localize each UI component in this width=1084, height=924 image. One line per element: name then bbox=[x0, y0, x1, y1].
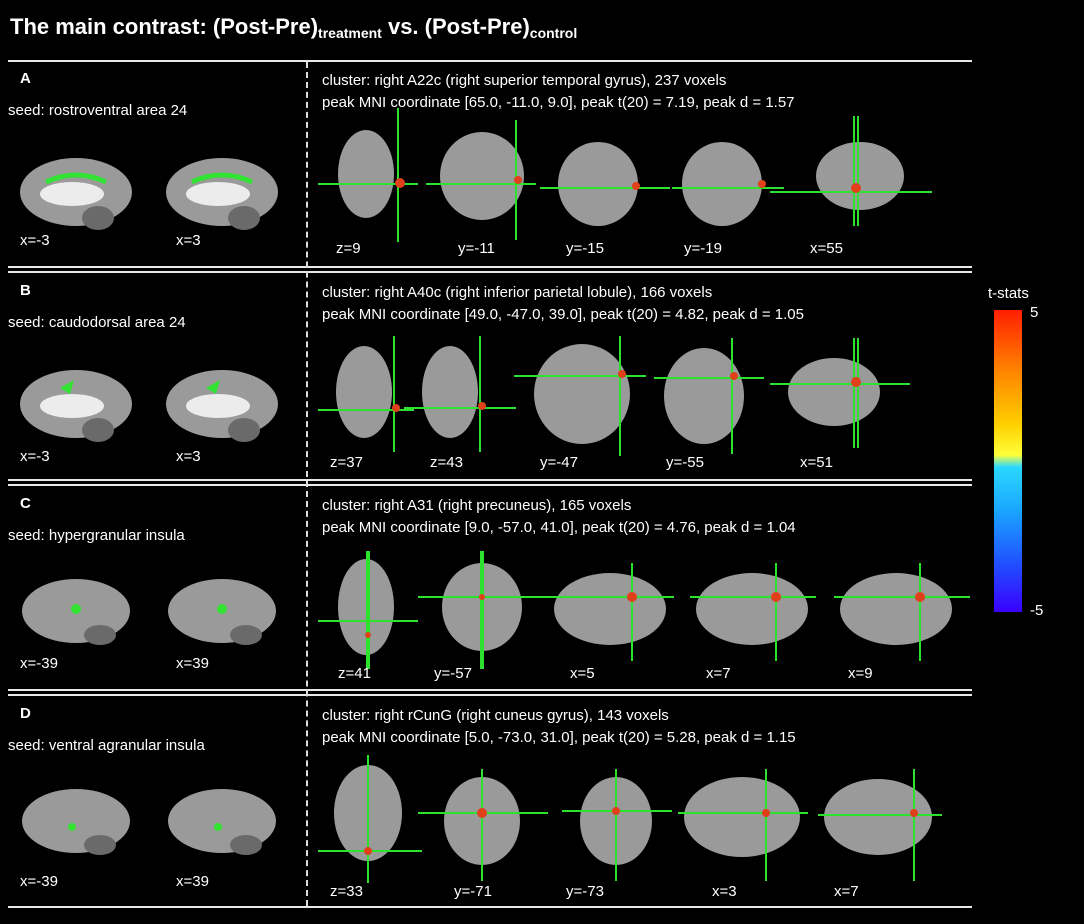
colorbar-title: t-stats bbox=[988, 285, 1029, 302]
title-subscript-treatment: treatment bbox=[318, 25, 382, 41]
panel-letter: B bbox=[20, 282, 31, 299]
slice-brain-1 bbox=[318, 336, 414, 452]
slice-brain-1 bbox=[318, 551, 418, 669]
slice-brain-2 bbox=[426, 120, 536, 240]
separator-bc-2 bbox=[8, 484, 972, 486]
slice-coord-3: x=5 bbox=[570, 665, 595, 682]
cluster-line-1: cluster: right rCunG (right cuneus gyrus… bbox=[322, 707, 669, 724]
slice-coord-5: x=55 bbox=[810, 240, 843, 257]
cluster-line-1: cluster: right A40c (right inferior pari… bbox=[322, 284, 713, 301]
slice-coord-3: y=-47 bbox=[540, 454, 578, 471]
cluster-line-2: peak MNI coordinate [9.0, -57.0, 41.0], … bbox=[322, 519, 796, 536]
slice-brain-4 bbox=[690, 563, 816, 661]
seed-brain-left bbox=[20, 158, 132, 230]
slice-coord-1: z=33 bbox=[330, 883, 363, 900]
slice-brain-2 bbox=[404, 336, 516, 452]
slice-brain-3 bbox=[562, 769, 672, 881]
separator-top bbox=[8, 60, 972, 62]
seed-label: seed: caudodorsal area 24 bbox=[8, 314, 186, 331]
slice-brain-3 bbox=[548, 563, 674, 661]
slice-coord-3: y=-15 bbox=[566, 240, 604, 257]
seed-coord-left: x=-39 bbox=[20, 655, 58, 672]
slice-brain-4 bbox=[678, 769, 808, 881]
seed-brain-left bbox=[20, 370, 132, 442]
slice-coord-5: x=51 bbox=[800, 454, 833, 471]
seed-coord-right: x=3 bbox=[176, 232, 201, 249]
cluster-line-2: peak MNI coordinate [49.0, -47.0, 39.0],… bbox=[322, 306, 804, 323]
seed-brain-right bbox=[166, 370, 278, 442]
separator-ab-2 bbox=[8, 271, 972, 273]
seed-label: seed: ventral agranular insula bbox=[8, 737, 205, 754]
panel-letter: C bbox=[20, 495, 31, 512]
separator-ab-1 bbox=[8, 266, 972, 268]
slice-coord-2: y=-11 bbox=[458, 240, 495, 257]
slice-brain-5 bbox=[818, 769, 942, 881]
slice-brain-5 bbox=[770, 338, 910, 448]
panel-d: D seed: ventral agranular insula cluster… bbox=[0, 699, 980, 905]
slice-coord-5: x=9 bbox=[848, 665, 873, 682]
separator-cd-1 bbox=[8, 689, 972, 691]
slice-brain-5 bbox=[770, 116, 932, 226]
slice-coord-4: y=-55 bbox=[666, 454, 704, 471]
cluster-line-1: cluster: right A31 (right precuneus), 16… bbox=[322, 497, 632, 514]
slice-coord-3: y=-73 bbox=[566, 883, 604, 900]
colorbar-min-label: -5 bbox=[1030, 602, 1044, 619]
seed-coord-right: x=3 bbox=[176, 448, 201, 465]
column-divider bbox=[306, 62, 308, 906]
seed-coord-right: x=39 bbox=[176, 873, 209, 890]
slice-coord-2: y=-71 bbox=[454, 883, 492, 900]
slice-coord-2: y=-57 bbox=[434, 665, 472, 682]
panel-letter: A bbox=[20, 70, 31, 87]
cluster-info: cluster: right A40c (right inferior pari… bbox=[322, 282, 804, 326]
panel-c: C seed: hypergranular insula cluster: ri… bbox=[0, 489, 980, 689]
slice-coord-5: x=7 bbox=[834, 883, 859, 900]
panel-b: B seed: caudodorsal area 24 cluster: rig… bbox=[0, 276, 980, 478]
slice-brain-1 bbox=[318, 108, 418, 242]
figure-title: The main contrast: (Post-Pre)treatment v… bbox=[10, 14, 577, 41]
seed-label: seed: hypergranular insula bbox=[8, 527, 185, 544]
seed-brain-right bbox=[166, 158, 278, 230]
panel-a: A seed: rostroventral area 24 cluster: r… bbox=[0, 64, 980, 266]
colorbar-max-label: 5 bbox=[1030, 304, 1039, 321]
slice-coord-2: z=43 bbox=[430, 454, 463, 471]
slice-brain-4 bbox=[654, 338, 764, 454]
slice-brain-1 bbox=[318, 755, 422, 883]
title-subscript-control: control bbox=[529, 25, 578, 41]
title-text: The main contrast: (Post-Pre) bbox=[10, 14, 319, 39]
slice-brain-5 bbox=[834, 563, 970, 661]
cluster-line-2: peak MNI coordinate [5.0, -73.0, 31.0], … bbox=[322, 729, 796, 746]
cluster-info: cluster: right A31 (right precuneus), 16… bbox=[322, 495, 796, 539]
title-text-vs: vs. (Post-Pre) bbox=[381, 14, 530, 39]
seed-brain-right bbox=[168, 579, 276, 645]
slice-brain-2 bbox=[418, 769, 548, 881]
separator-cd-2 bbox=[8, 694, 972, 696]
seed-label: seed: rostroventral area 24 bbox=[8, 102, 188, 119]
slice-brain-3 bbox=[540, 142, 670, 226]
slice-brain-4 bbox=[672, 142, 784, 226]
colorbar bbox=[994, 310, 1022, 612]
seed-coord-left: x=-3 bbox=[20, 232, 50, 249]
slice-coord-1: z=37 bbox=[330, 454, 363, 471]
seed-brain-left bbox=[22, 789, 130, 855]
slice-coord-1: z=41 bbox=[338, 665, 371, 682]
panel-letter: D bbox=[20, 705, 31, 722]
cluster-line-1: cluster: right A22c (right superior temp… bbox=[322, 72, 727, 89]
slice-coord-4: x=7 bbox=[706, 665, 731, 682]
cluster-line-2: peak MNI coordinate [65.0, -11.0, 9.0], … bbox=[322, 94, 795, 111]
slice-coord-4: x=3 bbox=[712, 883, 737, 900]
cluster-info: cluster: right A22c (right superior temp… bbox=[322, 70, 795, 114]
seed-brain-left bbox=[22, 579, 130, 645]
seed-coord-left: x=-39 bbox=[20, 873, 58, 890]
slice-brain-3 bbox=[514, 336, 646, 456]
slice-coord-4: y=-19 bbox=[684, 240, 722, 257]
separator-bc-1 bbox=[8, 479, 972, 481]
seed-coord-right: x=39 bbox=[176, 655, 209, 672]
seed-brain-right bbox=[168, 789, 276, 855]
slice-brain-2 bbox=[418, 551, 548, 669]
separator-bottom bbox=[8, 906, 972, 908]
seed-coord-left: x=-3 bbox=[20, 448, 50, 465]
slice-coord-1: z=9 bbox=[336, 240, 361, 257]
cluster-info: cluster: right rCunG (right cuneus gyrus… bbox=[322, 705, 796, 749]
